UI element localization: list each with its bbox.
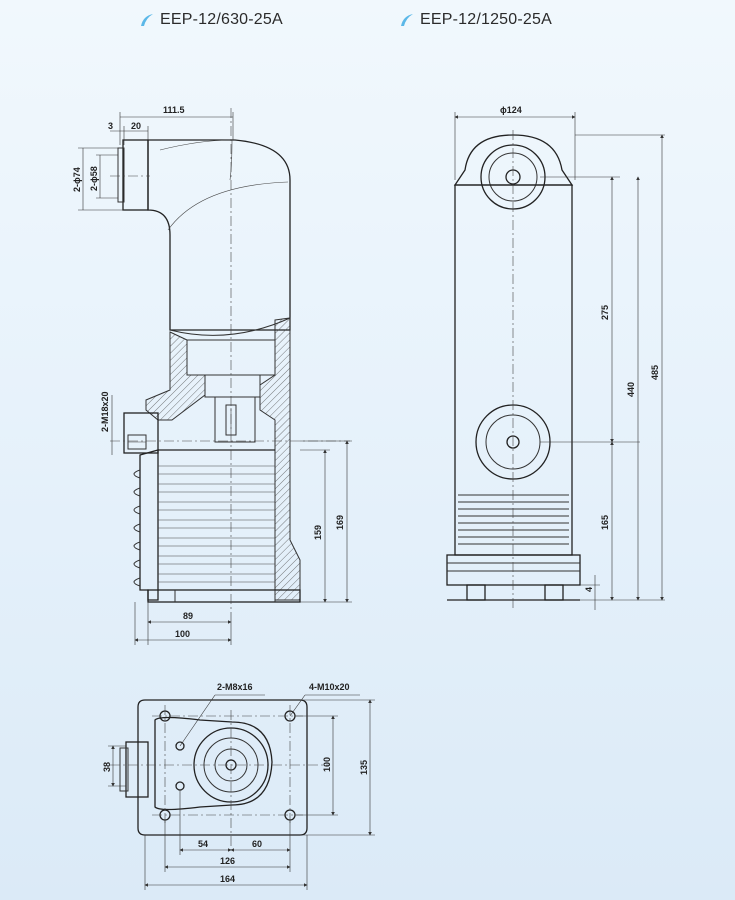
side-view: ϕ124 275 1: [446, 105, 665, 610]
front-bushing-flange: [122, 139, 149, 211]
dim-135: 135: [359, 760, 369, 775]
dim-169: 169: [335, 515, 345, 530]
front-view: 111.5 3 20 2-ϕ74 2-ϕ58 2-M18x20 159 169 …: [72, 105, 352, 645]
dim-126: 126: [220, 856, 235, 866]
dim-20: 20: [131, 121, 141, 131]
title-right: EEP-12/1250-25A: [400, 8, 552, 32]
dim-485: 485: [650, 365, 660, 380]
side-body: [454, 184, 573, 556]
dim-100-bottom: 100: [322, 757, 332, 772]
front-hatch-right: [259, 317, 301, 601]
dim-3: 3: [108, 121, 113, 131]
label-m8: 2-M8x16: [217, 682, 253, 692]
dim-111-5: 111.5: [163, 105, 185, 115]
dim-100-front: 100: [175, 629, 190, 639]
dim-phi58: 2-ϕ58: [89, 166, 99, 191]
dim-4: 4: [584, 587, 594, 592]
label-m10: 4-M10x20: [309, 682, 350, 692]
swoosh-icon: [141, 14, 153, 26]
dim-159: 159: [313, 525, 323, 540]
dim-60: 60: [252, 839, 262, 849]
title-right-text: EEP-12/1250-25A: [420, 11, 552, 28]
front-elbow-body: [147, 139, 291, 331]
dim-275: 275: [600, 305, 610, 320]
front-ribs: [133, 465, 275, 587]
title-left-text: EEP-12/630-25A: [160, 11, 283, 28]
dim-165: 165: [600, 515, 610, 530]
front-hatch-left: [145, 331, 206, 421]
dim-m18: 2-M18x20: [100, 391, 110, 432]
dim-440: 440: [626, 382, 636, 397]
title-left: EEP-12/630-25A: [140, 8, 283, 32]
dim-38: 38: [102, 762, 112, 772]
dim-phi74: 2-ϕ74: [72, 167, 82, 192]
front-bushing-tip: [117, 147, 125, 203]
swoosh-icon: [401, 14, 413, 26]
dim-54: 54: [198, 839, 208, 849]
side-ribs: [458, 494, 569, 545]
dim-phi124: ϕ124: [500, 105, 522, 115]
bottom-view: 2-M8x16 4-M10x20 38 100 135 54 60 126 16…: [102, 682, 375, 890]
front-side-boss: [123, 412, 159, 454]
side-top-dome: [453, 134, 574, 186]
bottom-flange: [154, 716, 273, 811]
dim-89: 89: [183, 611, 193, 621]
dim-164: 164: [220, 874, 235, 884]
